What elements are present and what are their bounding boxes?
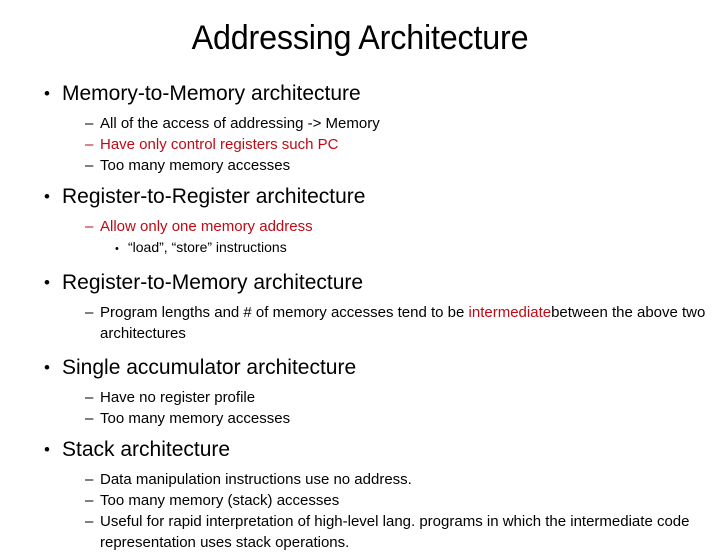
bullet-label: Single accumulator architecture: [62, 356, 357, 379]
spacer: [0, 344, 720, 352]
bullet-stack-architecture: • Stack architecture: [0, 436, 720, 464]
bullet-marker-icon: •: [44, 440, 50, 459]
sub-bullet-label: Have only control registers such PC: [100, 136, 339, 153]
dash-marker-icon: –: [85, 136, 94, 153]
slide-body: • Memory-to-Memory architecture –All of …: [0, 78, 720, 553]
spacer: [0, 429, 720, 434]
presentation-slide: Addressing Architecture • Memory-to-Memo…: [44, 19, 706, 551]
dash-marker-icon: –: [85, 115, 94, 132]
spacer: [0, 259, 720, 267]
sub-bullet-one-memory-address: –Allow only one memory address: [0, 216, 720, 237]
bullet-label: Memory-to-Memory architecture: [62, 82, 361, 105]
sub-bullet-rapid-interpretation: –Useful for rapid interpretation of high…: [0, 511, 720, 553]
dash-marker-icon: –: [85, 513, 94, 530]
dash-marker-icon: –: [85, 157, 94, 174]
bullet-marker-icon: •: [44, 358, 50, 377]
sub-bullet-label: Too many memory (stack) accesses: [100, 492, 340, 509]
sub-bullet-label: Too many memory accesses: [100, 157, 291, 174]
sub-bullet-too-many-stack-accesses: –Too many memory (stack) accesses: [0, 490, 720, 511]
spacer: [0, 176, 720, 181]
sub-bullet-label: Too many memory accesses: [100, 410, 291, 427]
sub-bullet-label: Allow only one memory address: [100, 218, 313, 235]
sub-bullet-label: All of the access of addressing -> Memor…: [100, 115, 380, 132]
sub-sub-bullet-load-store: • “load”, “store” instructions: [0, 237, 720, 259]
sub-bullet-label: Data manipulation instructions use no ad…: [100, 471, 412, 488]
page-title: Addressing Architecture: [191, 19, 529, 57]
dash-marker-icon: –: [85, 304, 94, 321]
sub-bullet-no-register-profile: –Have no register profile: [0, 387, 720, 408]
bullet-marker-icon: •: [44, 187, 50, 206]
sub-bullet-label-part3: between the above two architectures: [100, 304, 706, 342]
dash-marker-icon: –: [85, 410, 94, 427]
bullet-marker-icon: •: [44, 84, 50, 103]
bullet-memory-to-memory: • Memory-to-Memory architecture: [0, 80, 720, 108]
sub-bullet-label-highlight: intermediate: [468, 304, 552, 321]
bullet-label: Register-to-Memory architecture: [62, 271, 364, 294]
sub-bullet-too-many-accesses-2: –Too many memory accesses: [0, 408, 720, 429]
sub-bullet-data-manipulation: –Data manipulation instructions use no a…: [0, 469, 720, 490]
bullet-register-to-memory: • Register-to-Memory architecture: [0, 269, 720, 297]
sub-sub-bullet-label: “load”, “store” instructions: [128, 239, 287, 255]
bullet-label: Register-to-Register architecture: [62, 185, 366, 208]
dash-marker-icon: –: [85, 218, 94, 235]
sub-bullet-too-many-accesses-1: –Too many memory accesses: [0, 155, 720, 176]
sub-bullet-label: Useful for rapid interpretation of high-…: [100, 513, 690, 551]
sub-bullet-label-part1: Program lengths and # of memory accesses…: [100, 304, 469, 321]
dash-marker-icon: –: [85, 389, 94, 406]
dash-marker-icon: –: [85, 492, 94, 509]
bullet-marker-icon: •: [44, 273, 50, 292]
bullet-register-to-register: • Register-to-Register architecture: [0, 183, 720, 211]
sub-bullet-all-access: –All of the access of addressing -> Memo…: [0, 113, 720, 134]
bullet-label: Stack architecture: [62, 438, 231, 461]
dash-marker-icon: –: [85, 471, 94, 488]
bullet-marker-icon: •: [115, 243, 119, 255]
sub-bullet-label: Have no register profile: [100, 389, 256, 406]
bullet-single-accumulator: • Single accumulator architecture: [0, 354, 720, 382]
sub-bullet-control-registers: –Have only control registers such PC: [0, 134, 720, 155]
sub-bullet-program-lengths: –Program lengths and # of memory accesse…: [0, 302, 720, 344]
